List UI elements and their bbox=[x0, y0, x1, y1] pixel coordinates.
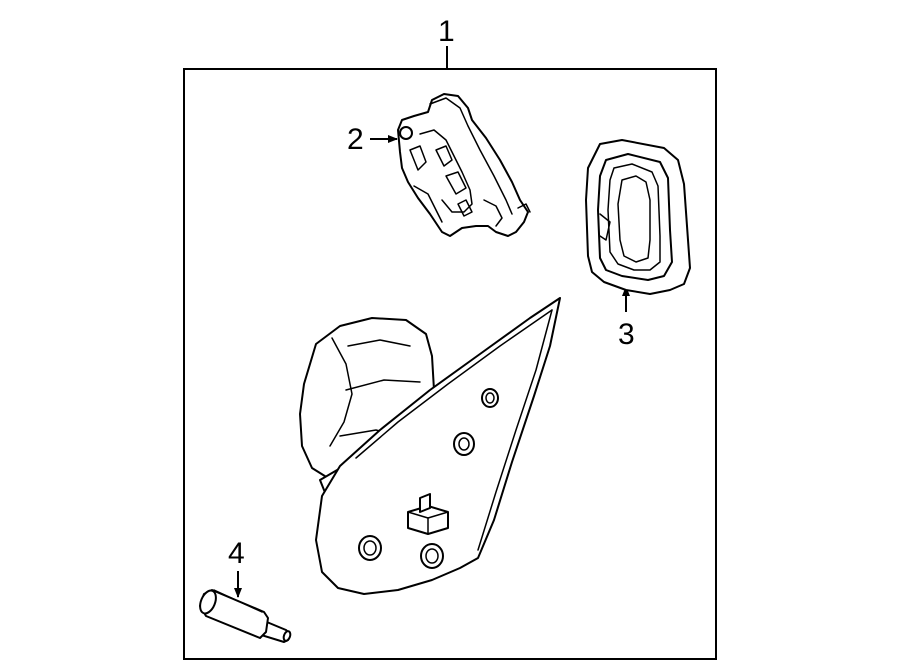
callout-1[interactable]: 1 bbox=[438, 15, 455, 69]
callout-2[interactable]: 2 bbox=[347, 123, 398, 156]
callout-3-label: 3 bbox=[618, 318, 635, 351]
part-2-actuator bbox=[397, 93, 531, 237]
mount-boss-2 bbox=[453, 432, 475, 456]
callout-4[interactable]: 4 bbox=[228, 537, 245, 598]
callout-2-label: 2 bbox=[347, 123, 364, 156]
part-3-mirror-glass bbox=[585, 139, 691, 295]
connector-block bbox=[407, 493, 449, 535]
mount-boss-1 bbox=[481, 388, 499, 408]
callout-1-label: 1 bbox=[438, 15, 455, 48]
callout-3[interactable]: 3 bbox=[618, 286, 635, 351]
callout-4-label: 4 bbox=[228, 537, 245, 570]
mount-boss-3 bbox=[358, 535, 382, 561]
part-4-pin bbox=[199, 589, 292, 643]
mount-boss-4 bbox=[420, 543, 444, 569]
part-1-mirror-housing bbox=[299, 297, 561, 595]
assembly-frame bbox=[183, 68, 717, 660]
